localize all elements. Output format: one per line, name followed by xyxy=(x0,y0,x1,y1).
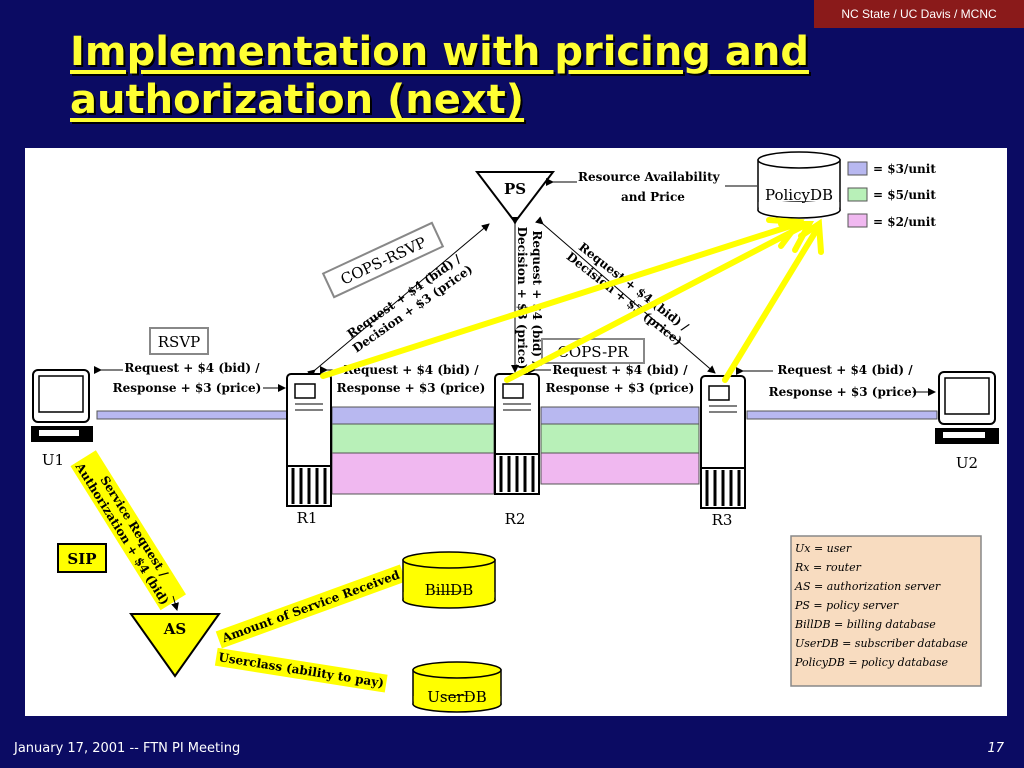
computer-icon[interactable]: U1 xyxy=(31,369,93,469)
billdb-label: BillDB xyxy=(425,581,473,599)
policydb-highlight-arrows xyxy=(320,217,824,383)
top-badge: NC State / UC Davis / MCNC xyxy=(814,0,1024,28)
r2-r3-msg-line2: Response + $3 (price) xyxy=(546,381,695,395)
price-legend-entry: = $3/unit xyxy=(873,162,936,176)
key-legend-entry: PolicyDB = policy database xyxy=(794,656,948,669)
key-legend-entry: BillDB = billing database xyxy=(794,618,936,631)
computer-icon[interactable]: U2 xyxy=(935,371,999,472)
resource-label-line1: Resource Availability xyxy=(578,170,721,184)
router-icon[interactable]: R3 xyxy=(700,375,746,529)
price-swatch-2 xyxy=(847,213,868,228)
r2-label: R2 xyxy=(505,510,526,528)
price-swatch-5 xyxy=(847,187,868,202)
resource-bands xyxy=(331,406,700,495)
policy-server[interactable]: PS xyxy=(474,171,556,224)
billdb-cylinder[interactable]: BillDB xyxy=(402,551,496,609)
r1-label: R1 xyxy=(297,509,318,527)
diagram-panel: PS Resource Availability and Price Polic… xyxy=(25,148,1007,716)
title-line-1: Implementation with pricing and xyxy=(70,29,809,75)
footer-page-number: 17 xyxy=(987,741,1004,756)
u2-label: U2 xyxy=(956,454,978,472)
policydb-label: PolicyDB xyxy=(765,186,833,204)
r1-r2-msg-line2: Response + $3 (price) xyxy=(337,381,486,395)
hop-messages: Request + $4 (bid) / Response + $3 (pric… xyxy=(94,361,936,399)
amount-msg: Amount of Service Received xyxy=(219,568,402,646)
slide-title: Implementation with pricing and authoriz… xyxy=(70,28,890,124)
r1-r2-msg-line1: Request + $4 (bid) / xyxy=(343,363,479,377)
price-legend: = $3/unit = $5/unit = $2/unit xyxy=(847,161,936,229)
router-icon[interactable]: R1 xyxy=(286,373,332,527)
r2-ps-msg-line2: Decision + $3 (price) xyxy=(515,227,529,370)
price-legend-entry: = $2/unit xyxy=(873,215,936,229)
userdb-label: UserDB xyxy=(427,688,486,706)
amount-received-arrow: Amount of Service Received xyxy=(215,564,407,649)
rsvp-label: RSVP xyxy=(158,333,201,351)
service-msg-line2: Authorization + $4 (bid) xyxy=(72,460,172,608)
key-legend: Ux = user Rx = router AS = authorization… xyxy=(790,535,982,687)
sip-label: SIP xyxy=(67,550,96,568)
key-legend-entry: PS = policy server xyxy=(794,599,899,612)
u1-r1-msg-line1: Request + $4 (bid) / xyxy=(124,361,260,375)
policydb-cylinder[interactable]: PolicyDB xyxy=(757,151,841,219)
service-request-arrow: Service Request / Authorization + $4 (bi… xyxy=(70,450,186,611)
userclass-arrow: Userclass (ability to pay) xyxy=(214,647,388,693)
key-legend-entry: Ux = user xyxy=(795,542,852,555)
router-icon[interactable]: R2 xyxy=(494,373,540,528)
key-legend-entry: Rx = router xyxy=(794,561,862,574)
r2-r3-msg-line1: Request + $4 (bid) / xyxy=(552,363,688,377)
rsvp-box: RSVP xyxy=(149,327,209,355)
r3-label: R3 xyxy=(712,511,733,529)
price-legend-entry: = $5/unit xyxy=(873,188,936,202)
sip-box: SIP xyxy=(57,543,107,573)
userdb-cylinder[interactable]: UserDB xyxy=(412,661,502,713)
r3-u2-msg-line2: Response + $3 (price) xyxy=(769,385,918,399)
key-legend-entry: AS = authorization server xyxy=(794,580,941,593)
ps-label: PS xyxy=(504,180,526,198)
u1-label: U1 xyxy=(42,451,64,469)
authorization-server[interactable]: AS xyxy=(129,613,221,678)
price-swatch-3 xyxy=(847,161,868,176)
userclass-msg: Userclass (ability to pay) xyxy=(218,650,385,690)
r3-u2-msg-line1: Request + $4 (bid) / xyxy=(777,363,913,377)
u1-r1-msg-line2: Response + $3 (price) xyxy=(113,381,262,395)
network-diagram: PS Resource Availability and Price Polic… xyxy=(31,151,999,713)
footer-date-event: January 17, 2001 -- FTN PI Meeting xyxy=(14,741,241,756)
key-legend-entry: UserDB = subscriber database xyxy=(795,637,968,650)
resource-label-line2: and Price xyxy=(621,190,685,204)
title-line-2: authorization (next) xyxy=(70,77,525,123)
as-label: AS xyxy=(163,620,186,638)
